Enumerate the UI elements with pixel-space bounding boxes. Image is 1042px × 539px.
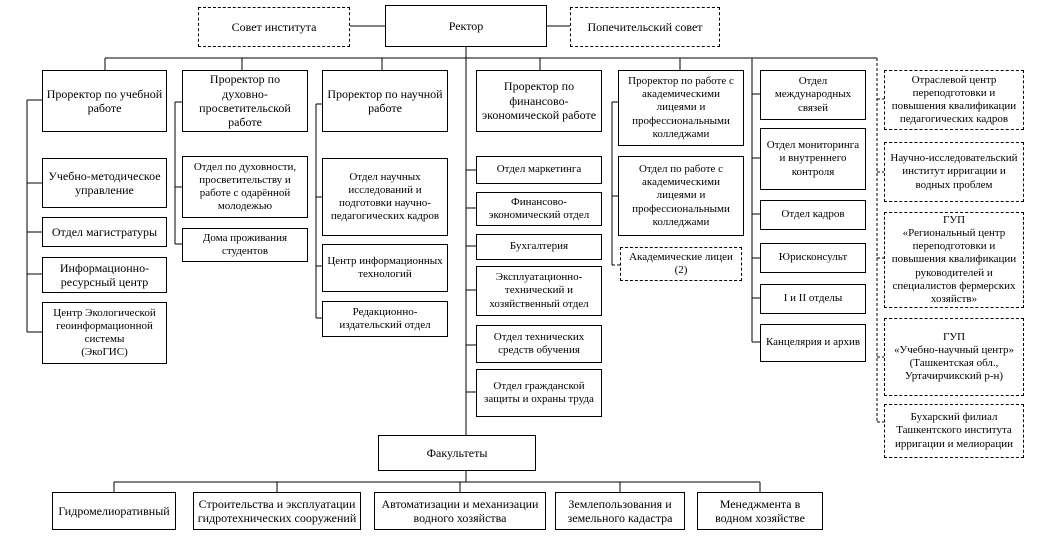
external-item: ГУП «Учебно-научный центр» (Ташкентская … — [884, 318, 1024, 396]
rector-box: Ректор — [385, 5, 547, 47]
vice-rector-science: Проректор по научной работе — [322, 70, 448, 132]
study-item: Учебно-методическое управление — [42, 158, 167, 208]
science-item: Отдел научных исследований и подготовки … — [322, 158, 448, 236]
vice-rector-spiritual: Проректор по духовно-просветительской ра… — [182, 70, 308, 132]
study-item: Центр Экологической геоинформационной си… — [42, 302, 167, 364]
external-item: Научно-исследовательский институт иррига… — [884, 142, 1024, 202]
faculty-item: Менеджмента в водном хозяйстве — [697, 492, 823, 530]
direct-item: Отдел международных связей — [760, 70, 866, 120]
trustees-box: Попечительский совет — [570, 7, 720, 47]
institute-council-box: Совет института — [198, 7, 350, 47]
external-item: Бухарский филиал Ташкентского института … — [884, 404, 1024, 458]
finance-item: Бухгалтерия — [476, 234, 602, 260]
finance-item: Отдел технических средств обучения — [476, 325, 602, 363]
finance-item: Отдел гражданской защиты и охраны труда — [476, 369, 602, 417]
vice-rector-lyceum: Проректор по работе с академическими лиц… — [618, 70, 744, 146]
finance-item: Отдел маркетинга — [476, 156, 602, 184]
faculty-item: Гидромелиоративный — [52, 492, 176, 530]
finance-item: Финансово-экономический отдел — [476, 192, 602, 226]
finance-item: Эксплуатационно-технический и хозяйствен… — [476, 266, 602, 316]
direct-item: I и II отделы — [760, 284, 866, 314]
spiritual-item: Дома проживания студентов — [182, 228, 308, 262]
faculty-item: Землепользования и земельного кадастра — [555, 492, 685, 530]
spiritual-item: Отдел по духовности, просветительству и … — [182, 156, 308, 218]
direct-item: Отдел кадров — [760, 200, 866, 230]
external-item: Отраслевой центр переподготовки и повыше… — [884, 70, 1024, 130]
faculty-item: Автоматизации и механизации водного хозя… — [374, 492, 546, 530]
study-item: Информационно-ресурсный центр — [42, 257, 167, 293]
faculty-item: Строительства и эксплуатации гидротехнич… — [193, 492, 361, 530]
vice-rector-study: Проректор по учебной работе — [42, 70, 167, 132]
direct-item: Канцелярия и архив — [760, 324, 866, 362]
external-item: ГУП «Региональный центр переподготовки и… — [884, 212, 1024, 308]
vice-rector-finance: Проректор по финансово-экономической раб… — [476, 70, 602, 132]
academic-lyceums-box: Академические лицеи (2) — [620, 247, 742, 281]
faculties-box: Факультеты — [378, 435, 536, 471]
science-item: Редакционно-издательский отдел — [322, 301, 448, 337]
lyceum-item: Отдел по работе с академическими лицеями… — [618, 156, 744, 236]
direct-item: Юрисконсульт — [760, 243, 866, 273]
direct-item: Отдел мониторинга и внутреннего контроля — [760, 128, 866, 190]
study-item: Отдел магистратуры — [42, 217, 167, 247]
science-item: Центр информационных технологий — [322, 244, 448, 292]
